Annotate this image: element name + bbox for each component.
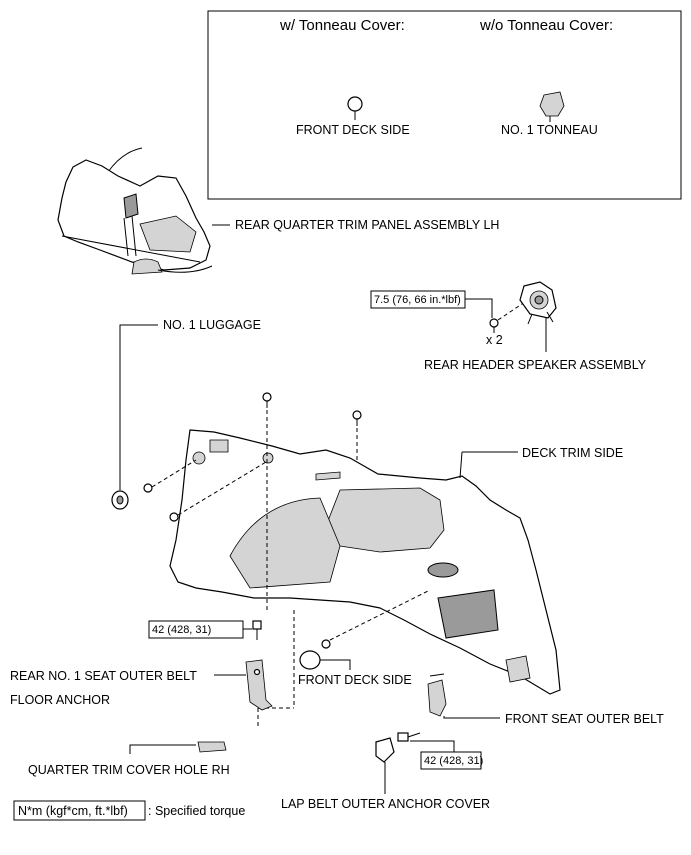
rear-seat-belt-label-line2: FLOOR ANCHOR	[10, 693, 110, 707]
speaker-bolt-quantity: x 2	[486, 333, 503, 347]
side-clip-icon	[143, 483, 153, 493]
rear-anchor-torque-value: 42 (428, 31)	[152, 624, 211, 636]
inset-front-deck-side-label: FRONT DECK SIDE	[296, 123, 410, 137]
rear-belt-anchor-icon	[245, 659, 273, 711]
inset-no1-tonneau-label: NO. 1 TONNEAU	[501, 123, 598, 137]
front-deck-side-callout	[299, 650, 351, 670]
upper-clip-icon	[262, 392, 272, 408]
lap-belt-cover-icon	[375, 737, 395, 763]
front-anchor-bolt-icon	[397, 732, 421, 742]
upper-clip-icon	[352, 410, 362, 426]
quarter-trim-cover-hole-callout	[129, 741, 227, 754]
front-anchor-torque-value: 42 (428, 31)	[424, 755, 483, 767]
inset-without-tonneau-header: w/o Tonneau Cover:	[479, 17, 613, 34]
legend-torque-units: N*m (kgf*cm, ft.*lbf)	[18, 804, 128, 818]
no1-luggage-label: NO. 1 LUGGAGE	[163, 318, 261, 332]
tonneau-variant-inset: w/ Tonneau Cover: w/o Tonneau Cover: FRO…	[207, 10, 682, 200]
front-clip-icon	[321, 639, 331, 649]
no1-tonneau-cap-icon	[539, 91, 565, 122]
rear-quarter-trim-panel-drawing	[57, 147, 230, 275]
luggage-clip-icon	[111, 490, 129, 510]
legend-description: : Specified torque	[148, 804, 245, 818]
rear-header-speaker-icon	[519, 281, 557, 325]
deck-trim-side-drawing	[169, 429, 561, 695]
torque-legend	[13, 800, 146, 821]
front-anchor-torque-box	[420, 751, 482, 770]
speaker-torque-value: 7.5 (76, 66 in.*lbf)	[374, 294, 461, 306]
rear-seat-belt-label-line1: REAR NO. 1 SEAT OUTER BELT	[10, 669, 197, 683]
side-clip-icon	[169, 512, 179, 522]
front-deck-side-cap-icon	[299, 650, 321, 670]
deck-trim-side-label: DECK TRIM SIDE	[522, 446, 623, 460]
front-seat-belt-callout	[427, 673, 500, 719]
rear-header-speaker-callout	[370, 281, 557, 352]
rear-header-speaker-label: REAR HEADER SPEAKER ASSEMBLY	[424, 358, 647, 372]
inset-with-tonneau-header: w/ Tonneau Cover:	[279, 17, 405, 34]
lap-belt-outer-anchor-cover-label: LAP BELT OUTER ANCHOR COVER	[281, 797, 490, 811]
clip-fasteners	[143, 392, 431, 728]
no1-luggage-callout	[111, 324, 158, 510]
quarter-trim-cover-hole-label: QUARTER TRIM COVER HOLE RH	[28, 763, 230, 777]
front-seat-outer-belt-label: FRONT SEAT OUTER BELT	[505, 712, 664, 726]
speaker-bolt-icon	[489, 318, 499, 333]
front-seat-belt-anchor-icon	[427, 673, 447, 717]
cover-hole-clip-icon	[197, 741, 227, 753]
front-deck-side-cap-icon	[347, 96, 363, 120]
rear-belt-anchor-callout	[148, 620, 273, 711]
rear-anchor-bolt-icon	[252, 620, 262, 640]
front-deck-side-label: FRONT DECK SIDE	[298, 673, 412, 687]
rear-quarter-trim-panel-label: REAR QUARTER TRIM PANEL ASSEMBLY LH	[235, 218, 499, 232]
front-anchor-torque-callout	[375, 732, 482, 794]
